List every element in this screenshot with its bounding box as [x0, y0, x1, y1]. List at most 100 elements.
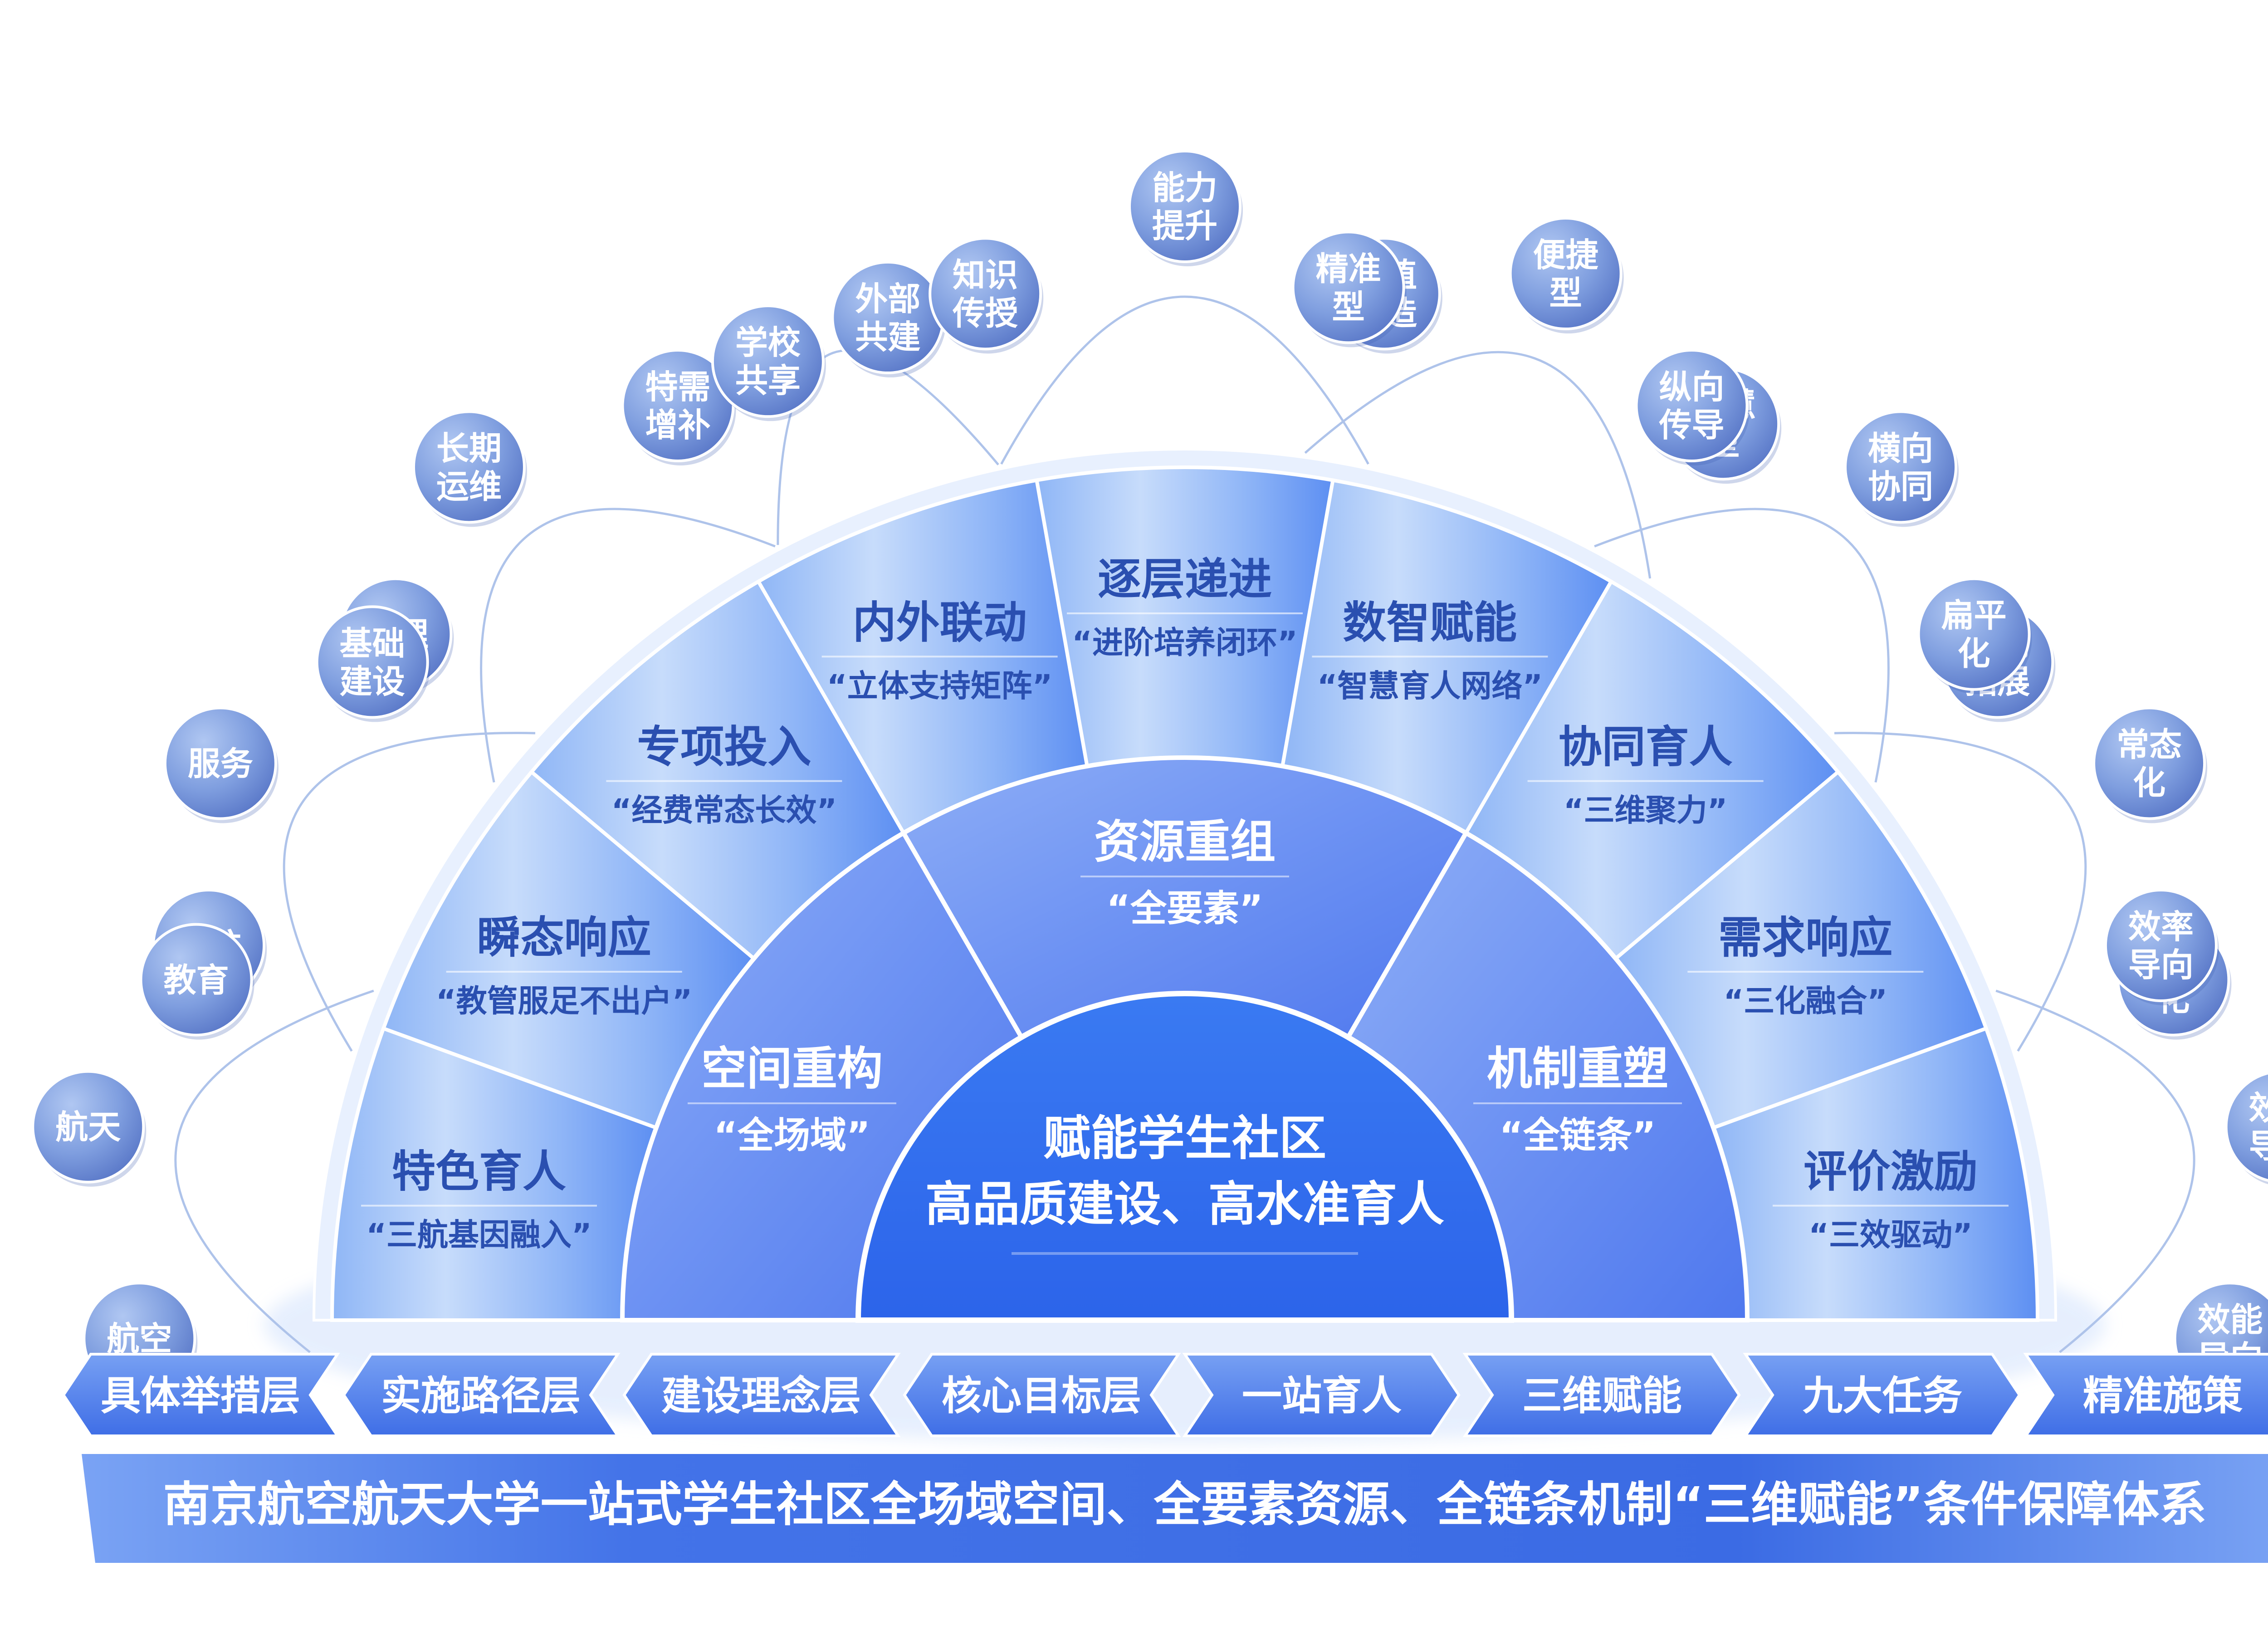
- middle-segment-underline: [1473, 1102, 1682, 1104]
- bubble-label: 协同: [1868, 467, 1933, 505]
- layer-arrow: 核心目标层: [903, 1353, 1181, 1437]
- bubble-circle: [1635, 349, 1749, 463]
- bubble-label: 长期: [436, 429, 502, 467]
- outer-segment-underline: [1772, 1204, 2009, 1207]
- bubble-label: 效益: [2249, 1089, 2268, 1127]
- outer-segment-subtitle: “三效驱动”: [1809, 1218, 1972, 1253]
- outer-segment: 数智赋能“智慧育人网络”: [1280, 478, 1614, 836]
- outer-segment-title: 特色育人: [392, 1146, 566, 1197]
- bubble-connector: [1000, 295, 1369, 465]
- bubble-label: 共享: [735, 362, 801, 400]
- layer-arrow-label: 核心目标层: [942, 1372, 1141, 1419]
- middle-segment-title: 机制重塑: [1487, 1042, 1668, 1095]
- bubble: 扁平化: [1917, 577, 2032, 694]
- bubble: 常态化: [2092, 706, 2208, 823]
- outer-segment-title: 专项投入: [637, 722, 811, 773]
- outer-segment-underline: [1687, 971, 1924, 973]
- bubble-connector: [1834, 732, 2087, 1052]
- bubble-circle: [315, 605, 429, 719]
- bubble-circle: [163, 706, 277, 820]
- outer-segment-subtitle: “三航基因融入”: [366, 1218, 591, 1253]
- bubble-label: 扁平: [1941, 597, 2007, 635]
- layer-arrow: 九大任务: [1743, 1353, 2021, 1437]
- bubble-circle: [412, 410, 526, 524]
- outer-segment-underline: [821, 656, 1058, 658]
- center-core: 赋能学生社区 高品质建设、高水准育人: [925, 1111, 1444, 1255]
- outer-segment-underline: [1527, 780, 1764, 782]
- bubble-label: 航天: [55, 1108, 121, 1146]
- middle-segment-subtitle: “全要素”: [1106, 887, 1263, 930]
- bubble-label: 导向: [2128, 946, 2194, 984]
- bubble-connector: [283, 732, 536, 1052]
- bubble-label: 横向: [1868, 429, 1933, 467]
- layer-arrow-shape: [1743, 1353, 2021, 1437]
- outer-segment-title: 评价激励: [1804, 1146, 1978, 1197]
- middle-segment-subtitle: “全链条”: [1499, 1114, 1656, 1156]
- bubble-label: 能力: [1152, 169, 1217, 207]
- layer-arrow-shape: [1462, 1353, 1741, 1437]
- bubble-circle: [139, 923, 253, 1037]
- outer-segment-subtitle: “三化融合”: [1724, 984, 1887, 1019]
- center-disc: [855, 991, 1515, 1323]
- outer-segment-underline: [1312, 656, 1548, 658]
- bubble-label: 基础: [340, 624, 405, 662]
- bubble-label: 增补: [645, 406, 711, 444]
- middle-segment: 机制重塑 “全链条”: [1345, 830, 1750, 1322]
- bubble-label: 运维: [436, 467, 502, 505]
- layer-arrow-shape: [903, 1353, 1181, 1437]
- bubble-label: 常态: [2116, 725, 2182, 764]
- layer-arrow: 精准施策: [2023, 1353, 2268, 1437]
- bubble: 教育: [139, 923, 254, 1040]
- outer-segment-title: 逐层递进: [1098, 554, 1272, 605]
- bubble-label: 服务: [188, 744, 253, 783]
- bubble-label: 型: [1332, 288, 1365, 326]
- bubble-connector: [1995, 989, 2195, 1353]
- bubble-label: 效能: [2198, 1301, 2263, 1339]
- outer-segment-subtitle: “进阶培养闭环”: [1072, 625, 1297, 661]
- layer-arrow-shape: [62, 1353, 340, 1437]
- outer-segment-underline: [361, 1204, 597, 1207]
- outer-segment: 逐层递进 “进阶培养闭环”: [1034, 465, 1335, 769]
- bubble: 效益导向: [2224, 1072, 2268, 1185]
- bubble-circle: [2104, 888, 2218, 1002]
- bubble: 航天: [31, 1070, 147, 1187]
- outer-segment-subtitle: “智慧育人网络”: [1317, 668, 1543, 704]
- bubble-connector: [1594, 508, 1890, 783]
- middle-segment-title: 资源重组: [1094, 815, 1276, 868]
- bubble-connector: [1304, 351, 1652, 579]
- layer-arrow-label: 实施路径层: [381, 1372, 581, 1419]
- outer-segment-underline: [606, 780, 842, 782]
- layer-arrow: 建设理念层: [622, 1353, 901, 1437]
- bubble-label: 学校: [735, 323, 801, 362]
- bubble-circle: [31, 1070, 145, 1184]
- bubble-label: 型: [1549, 274, 1582, 312]
- bubble-label: 精准: [1316, 250, 1381, 288]
- center-underline: [1012, 1252, 1358, 1255]
- bubble-label: 提升: [1152, 207, 1217, 245]
- outer-segment-subtitle: “教管服足不出户”: [436, 984, 692, 1019]
- layer-arrow-shape: [1182, 1353, 1461, 1437]
- layer-arrow-label: 一站育人: [1242, 1372, 1402, 1419]
- outer-segment-title: 协同育人: [1559, 722, 1733, 773]
- ring-layer: 特色育人“三航基因融入”瞬态响应“教管服足不出户”专项投入“经费常态长效”内外联…: [312, 448, 2058, 1323]
- middle-segment-underline: [687, 1102, 896, 1104]
- bubble-connector: [480, 508, 776, 783]
- layer-arrow-shape: [622, 1353, 901, 1437]
- outer-segment-underline: [1067, 612, 1303, 614]
- middle-segment: 资源重组 “全要素”: [900, 755, 1469, 1041]
- bubble-label: 传授: [952, 294, 1018, 332]
- bubble-connectors: [174, 295, 2195, 1353]
- layer-arrow-shape: [342, 1353, 621, 1437]
- bubble-circle: [1128, 150, 1242, 263]
- bubble-circle: [1917, 577, 2031, 691]
- layer-arrow-label: 三维赋能: [1522, 1372, 1682, 1419]
